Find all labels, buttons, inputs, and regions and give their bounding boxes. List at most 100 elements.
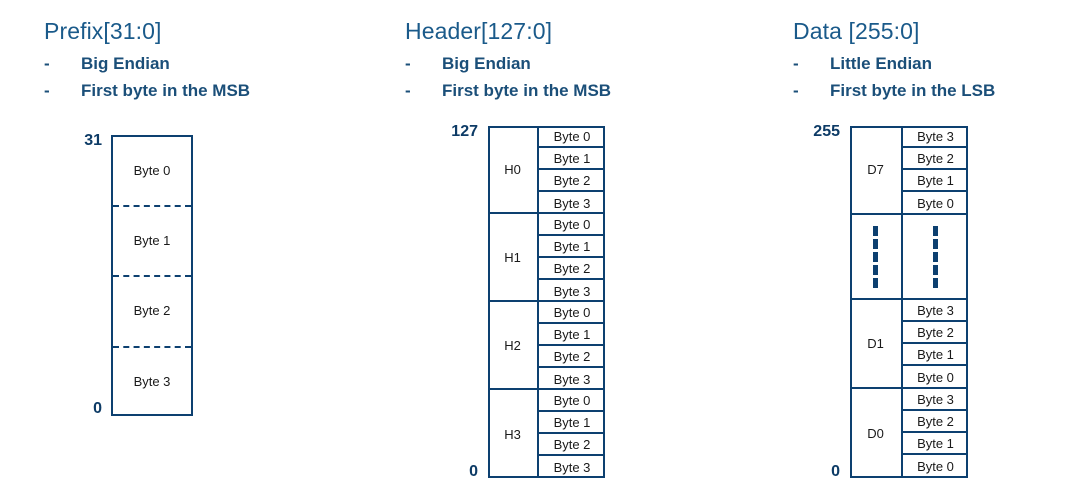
header-byte-cell: Byte 1 (539, 412, 605, 434)
bullet-dash: - (44, 54, 50, 73)
header-byte-label: Byte 2 (553, 348, 591, 364)
data-group-d0: D0 Byte 3 Byte 2 Byte 1 Byte 0 (850, 389, 968, 478)
bullet-text: Little Endian (830, 54, 932, 73)
header-byte-column: Byte 0 Byte 1 Byte 2 Byte 3 (539, 302, 605, 388)
data-byte-cell: Byte 1 (903, 344, 968, 366)
data-byte-cell: Byte 2 (903, 411, 968, 433)
bullet-dash: - (793, 54, 799, 73)
bullet-text: First byte in the MSB (442, 81, 612, 100)
prefix-byte-label: Byte 3 (133, 373, 171, 389)
bullet-text: First byte in the LSB (830, 81, 996, 100)
data-byte-label: Byte 1 (917, 435, 954, 451)
bullet-item: - First byte in the LSB (793, 77, 995, 104)
data-byte-label: Byte 3 (917, 391, 954, 407)
data-byte-label: Byte 0 (917, 195, 954, 211)
panel-prefix: Prefix[31:0] - Big Endian - First byte i… (0, 0, 390, 490)
data-byte-cell: Byte 2 (903, 322, 968, 344)
bullet-item: - Big Endian (44, 50, 250, 77)
data-byte-cell: Byte 0 (903, 455, 968, 477)
header-byte-cell: Byte 2 (539, 258, 605, 280)
data-byte-label: Byte 3 (917, 302, 954, 318)
data-byte-cell: Byte 1 (903, 170, 968, 192)
header-group-label-cell: H0 (488, 126, 539, 212)
header-byte-label: Byte 0 (553, 216, 591, 232)
data-group-label-cell: D7 (850, 126, 903, 213)
header-group-label-cell: H2 (488, 302, 539, 388)
data-byte-label: Byte 0 (917, 369, 954, 385)
header-byte-cell: Byte 2 (539, 346, 605, 368)
data-byte-label: Byte 2 (917, 150, 954, 166)
header-byte-label: Byte 3 (553, 459, 591, 475)
header-byte-label: Byte 0 (553, 304, 591, 320)
bullet-text: First byte in the MSB (81, 81, 251, 100)
bullet-dash: - (405, 81, 411, 100)
panel-header: Header[127:0] - Big Endian - First byte … (390, 0, 775, 490)
data-group-label: D7 (867, 162, 884, 177)
header-byte-cell: Byte 0 (539, 390, 605, 412)
bullet-item: - Little Endian (793, 50, 995, 77)
header-group-h3: H3 Byte 0 Byte 1 Byte 2 Byte 3 (488, 390, 605, 478)
header-lsb-index-label: 0 (469, 463, 478, 480)
header-byte-cell: Byte 0 (539, 126, 605, 148)
prefix-byte-label: Byte 2 (133, 302, 171, 318)
header-byte-cell: Byte 1 (539, 148, 605, 170)
data-byte-cell: Byte 3 (903, 300, 968, 322)
header-byte-label: Byte 1 (553, 326, 591, 342)
data-byte-label: Byte 3 (917, 128, 954, 144)
header-group-label: H0 (504, 161, 521, 177)
data-byte-cell: Byte 3 (903, 389, 968, 411)
header-group-h2: H2 Byte 0 Byte 1 Byte 2 Byte 3 (488, 302, 605, 390)
header-byte-label: Byte 0 (553, 392, 591, 408)
header-byte-column: Byte 0 Byte 1 Byte 2 Byte 3 (539, 126, 605, 212)
header-byte-column: Byte 0 Byte 1 Byte 2 Byte 3 (539, 214, 605, 300)
header-group-label-cell: H3 (488, 390, 539, 478)
bullet-dash: - (793, 81, 799, 100)
panel-data-bullets: - Little Endian - First byte in the LSB (793, 50, 995, 104)
header-byte-cell: Byte 1 (539, 324, 605, 346)
header-byte-label: Byte 1 (553, 238, 591, 254)
header-byte-cell: Byte 3 (539, 368, 605, 390)
data-group-label: D0 (867, 426, 884, 441)
bullet-item: - Big Endian (405, 50, 611, 77)
header-group-label-cell: H1 (488, 214, 539, 300)
header-byte-cell: Byte 2 (539, 434, 605, 456)
bullet-item: - First byte in the MSB (405, 77, 611, 104)
header-byte-cell: Byte 3 (539, 280, 605, 302)
panel-header-bullets: - Big Endian - First byte in the MSB (405, 50, 611, 104)
header-outer-box (488, 126, 605, 478)
vertical-ellipsis-icon (873, 225, 878, 288)
header-byte-cell: Byte 1 (539, 236, 605, 258)
prefix-row-divider (113, 346, 191, 348)
panel-data-title: Data [255:0] (793, 18, 920, 44)
bullet-dash: - (44, 81, 50, 100)
data-ellipsis-byte-column (903, 215, 968, 298)
data-byte-label: Byte 1 (917, 172, 954, 188)
header-group-h1: H1 Byte 0 Byte 1 Byte 2 Byte 3 (488, 214, 605, 302)
data-byte-label: Byte 1 (917, 346, 954, 362)
data-byte-label: Byte 0 (917, 458, 954, 474)
header-byte-label: Byte 3 (553, 283, 591, 299)
prefix-byte-row: Byte 1 (111, 205, 193, 275)
data-group-label: D1 (867, 336, 884, 351)
data-byte-column: Byte 3 Byte 2 Byte 1 Byte 0 (903, 126, 968, 213)
header-group-label: H3 (504, 426, 521, 442)
panel-prefix-bullets: - Big Endian - First byte in the MSB (44, 50, 250, 104)
data-byte-cell: Byte 2 (903, 148, 968, 170)
prefix-byte-label: Byte 1 (133, 232, 171, 248)
bullet-item: - First byte in the MSB (44, 77, 250, 104)
header-byte-label: Byte 3 (553, 195, 591, 211)
prefix-byte-row: Byte 2 (111, 275, 193, 345)
header-byte-column: Byte 0 Byte 1 Byte 2 Byte 3 (539, 390, 605, 478)
header-byte-cell: Byte 0 (539, 214, 605, 236)
data-group-d7: D7 Byte 3 Byte 2 Byte 1 Byte 0 (850, 126, 968, 215)
header-byte-label: Byte 2 (553, 436, 591, 452)
prefix-byte-row: Byte 0 (111, 135, 193, 205)
data-ellipsis-label-cell (850, 215, 903, 298)
data-outer-box (850, 126, 968, 478)
data-group-label-cell: D1 (850, 300, 903, 387)
data-byte-column: Byte 3 Byte 2 Byte 1 Byte 0 (903, 300, 968, 387)
bullet-text: Big Endian (81, 54, 170, 73)
bullet-dash: - (405, 54, 411, 73)
data-byte-cell: Byte 3 (903, 126, 968, 148)
data-byte-cell: Byte 0 (903, 366, 968, 388)
